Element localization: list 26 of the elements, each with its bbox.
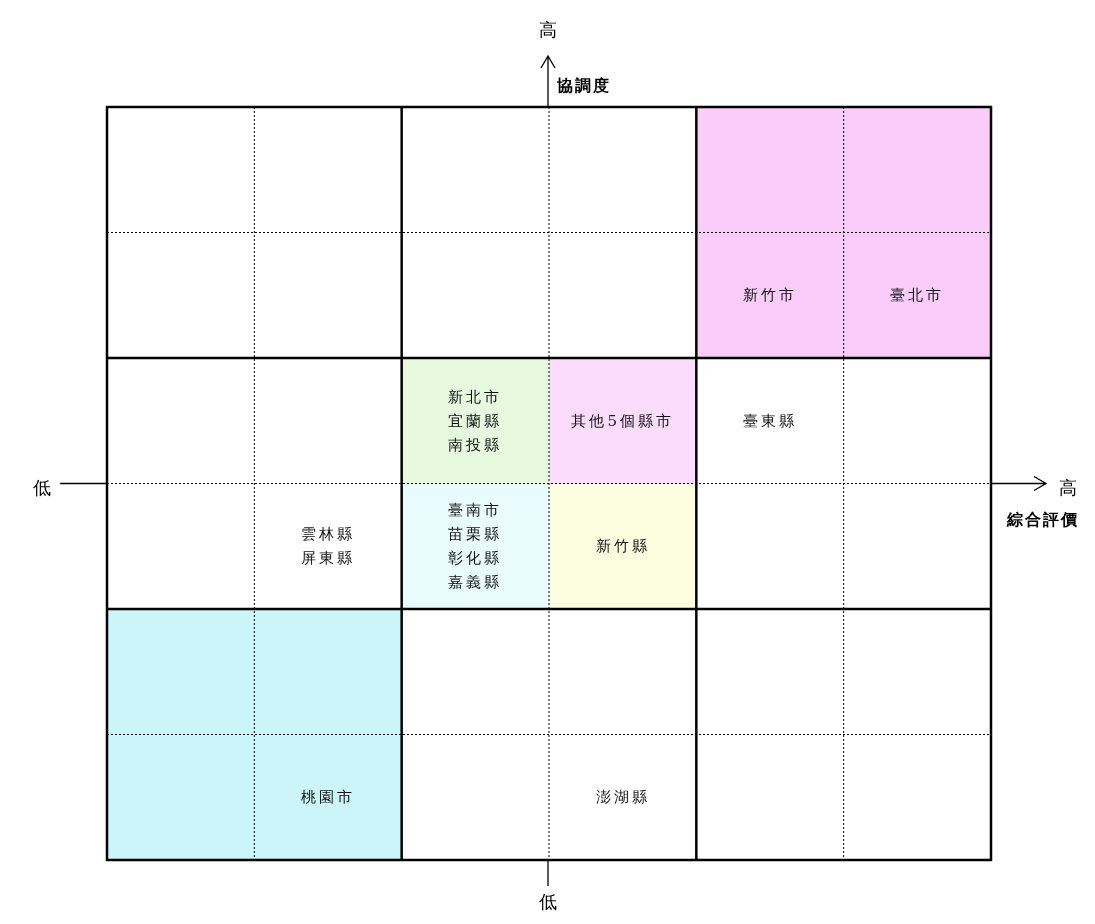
region-name: 新北市 [448,386,503,408]
highlighted-cell [401,358,549,484]
region-name: 雲林縣 [301,524,355,546]
region-name: 苗栗縣 [448,524,503,546]
region-name: 新竹市 [743,285,797,307]
axis-end-label: 高 [1059,476,1077,500]
axis-title: 協調度 [557,75,611,97]
axis-end-label: 低 [539,890,557,914]
region-name: 澎湖縣 [595,787,650,809]
highlighted-cell [549,483,697,609]
region-name: 臺南市 [448,500,503,522]
region-name: 屏東縣 [301,548,355,570]
region-name: 嘉義縣 [448,572,503,594]
highlighted-cell [401,483,549,609]
region-name: 新竹縣 [595,536,650,558]
region-name: 彰化縣 [448,548,503,570]
region-name: 其他5個縣市 [571,410,674,432]
axis-title: 綜合評價 [1007,509,1079,531]
region-name: 臺北市 [890,285,945,307]
region-name: 南投縣 [448,434,503,456]
region-name: 宜蘭縣 [448,410,503,432]
region-name: 桃園市 [301,787,355,809]
highlighted-cell [549,358,697,484]
region-name: 臺東縣 [743,410,797,432]
axis-end-label: 高 [539,18,557,42]
axis-end-label: 低 [33,476,51,500]
